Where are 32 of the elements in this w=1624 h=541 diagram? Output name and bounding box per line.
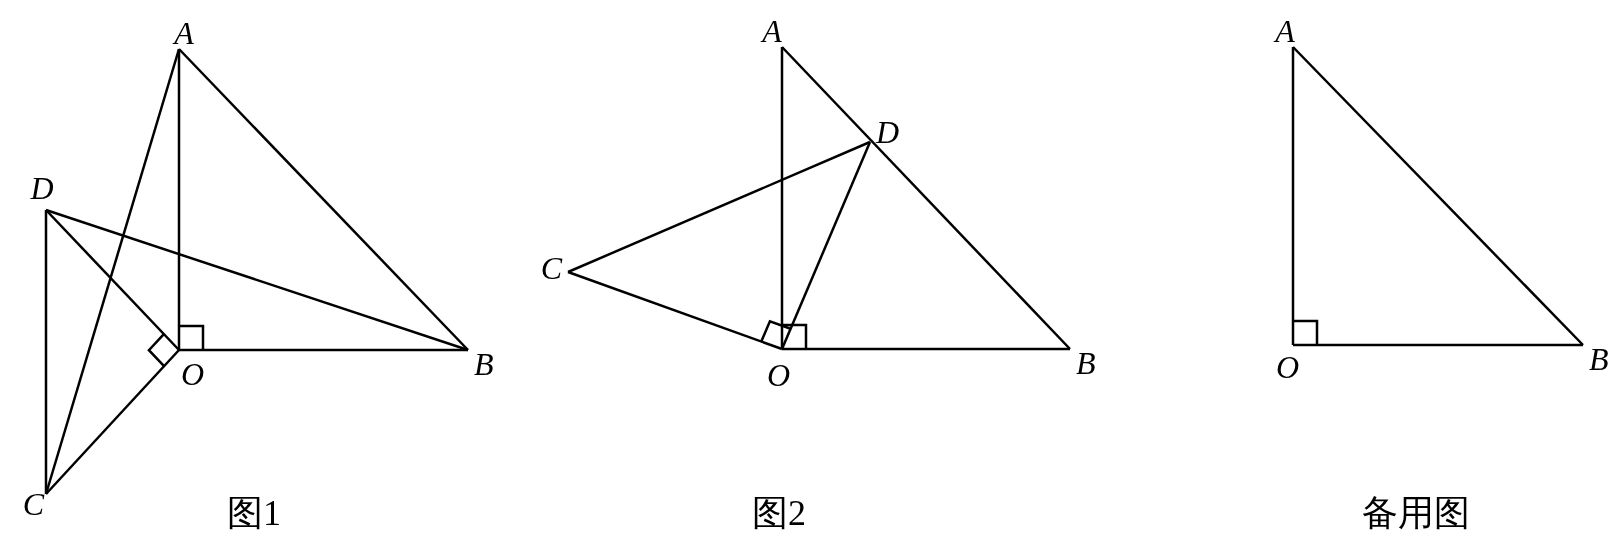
point-label: B [1589,343,1609,375]
line-segment [1292,46,1584,346]
point-label: D [876,116,900,148]
line-segment [780,47,784,349]
line-segment [780,141,872,350]
line-segment [179,348,468,352]
line-segment [1293,343,1583,347]
line-segment [1291,47,1295,345]
line-segment [781,46,1071,350]
line-segment [177,49,181,350]
point-label: B [1076,347,1096,379]
line-segment [567,270,783,351]
figure-caption: 图1 [227,495,281,531]
point-label: D [30,172,54,204]
point-label: B [474,348,494,380]
line-segment [782,347,1070,351]
point-label: O [1275,351,1299,383]
line-segment [44,210,48,494]
line-segment [45,209,180,351]
point-label: O [181,358,205,390]
point-label: C [540,252,562,284]
line-segment [45,208,469,352]
point-label: A [174,17,194,49]
point-label: O [766,359,790,391]
line-segment [567,140,871,274]
point-label: A [1275,15,1295,47]
line-segment [178,48,469,351]
point-label: C [22,488,44,520]
line-segment [45,349,180,495]
figure-caption: 图2 [752,495,806,531]
figure-caption: 备用图 [1362,495,1470,531]
point-label: A [762,15,782,47]
